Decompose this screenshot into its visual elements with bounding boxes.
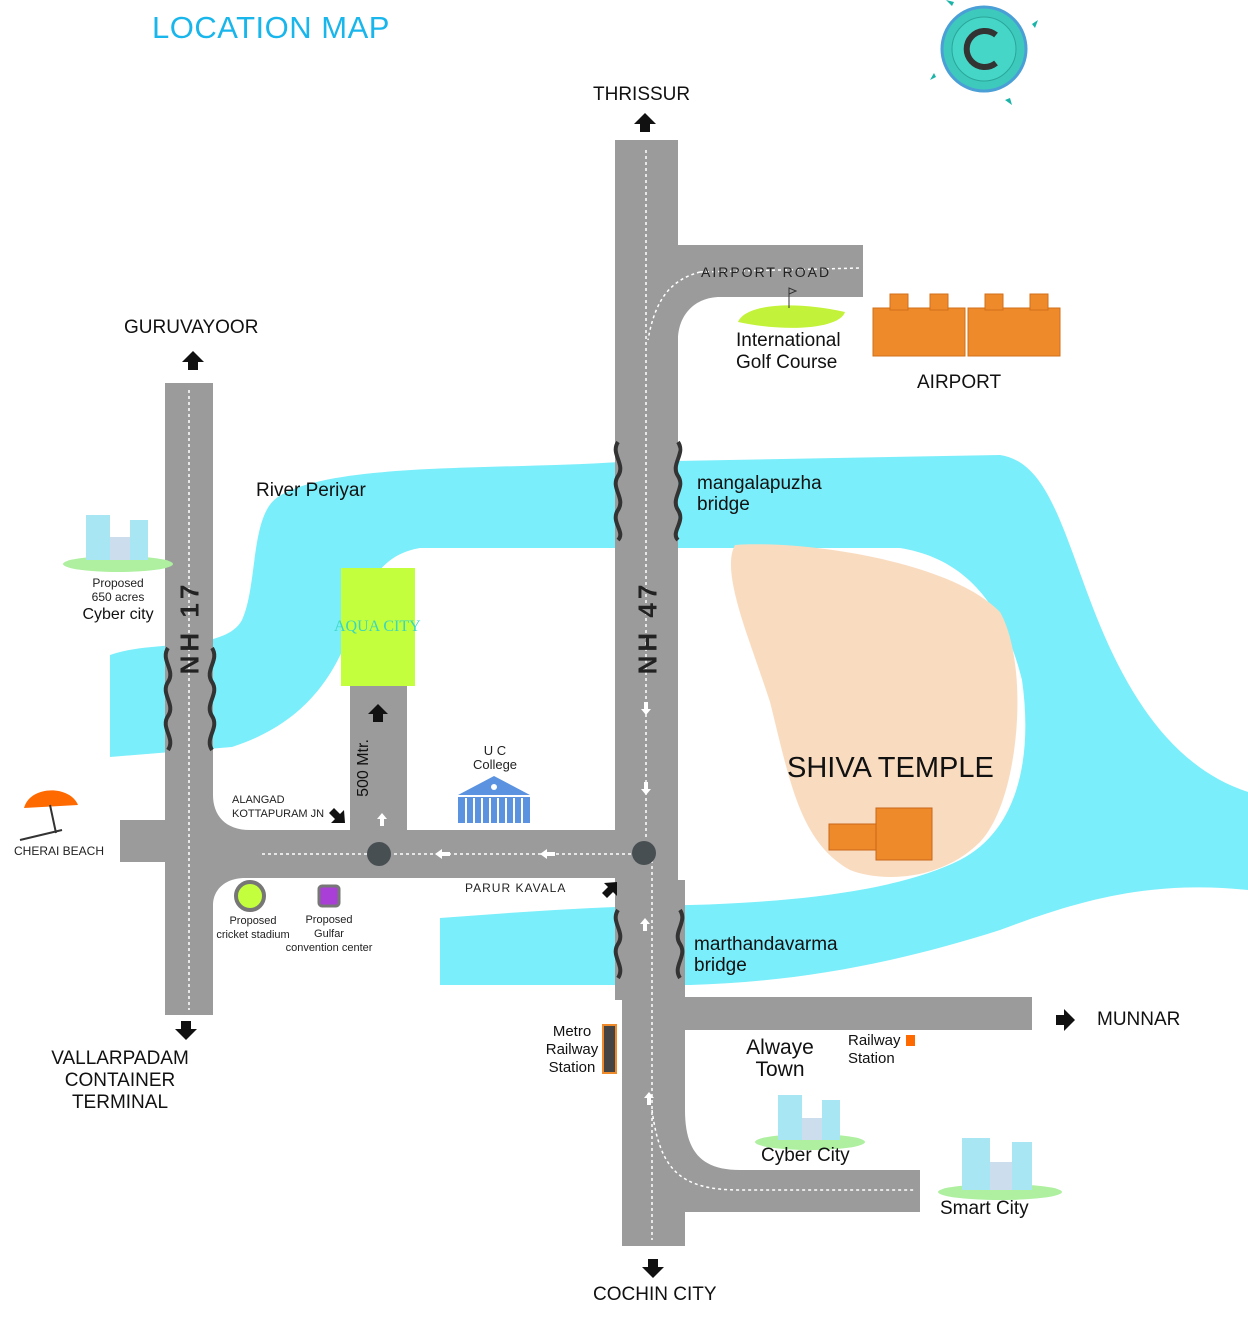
distance-label: 500 Mtr. [354, 739, 372, 797]
flow-arrows [377, 702, 654, 1105]
label-line: TERMINAL [71, 1092, 169, 1113]
metro-station-label: Metro Railway Station [540, 1023, 604, 1077]
college-icon [458, 776, 530, 823]
label-line: Railway [545, 1041, 599, 1058]
label-line: KOTTAPURAM JN [232, 808, 325, 820]
label-line: College [472, 757, 518, 772]
arrow-up-icon [368, 704, 388, 722]
munnar-road [680, 997, 1032, 1030]
nh47-label: NH 47 [632, 580, 663, 675]
alwaye-town-label: Alwaye Town [738, 1037, 822, 1081]
river-label: River Periyar [256, 480, 366, 501]
label-line: 650 acres [91, 590, 145, 604]
convention-center-icon [317, 884, 341, 908]
airport-icon [872, 293, 1061, 357]
cyber-city-building-icon [63, 515, 173, 572]
arrow-up-icon [634, 113, 656, 132]
alangad-label: ALANGAD KOTTAPURAM JN [232, 793, 324, 821]
aqua-city-plot [341, 568, 415, 686]
parur-kavala-label: PARUR KAVALA [465, 881, 567, 895]
direction-guruvayoor: GURUVAYOOR [124, 317, 259, 338]
marthandavarma-bridge-label: marthandavarma bridge [694, 934, 838, 976]
label-line: Metro [552, 1023, 592, 1040]
cyber-city-building-icon [755, 1095, 865, 1150]
label-line: Proposed [92, 576, 144, 590]
nh47-road-south [622, 880, 685, 1246]
arrow-diagonal-icon [602, 882, 617, 898]
airport-label: AIRPORT [917, 372, 1002, 393]
compass-icon [930, 0, 1038, 105]
direction-vallarpadam: VALLARPADAM CONTAINER TERMINAL [40, 1048, 200, 1114]
label-line: International [736, 330, 841, 351]
label-line: VALLARPADAM [51, 1048, 189, 1069]
label-line: convention center [285, 942, 373, 954]
golf-flag-icon [788, 287, 798, 308]
golf-course-icon [738, 305, 845, 328]
smart-city-building-icon [938, 1138, 1062, 1200]
railway-station-icon [906, 1035, 915, 1046]
label-line: Town [755, 1058, 805, 1081]
smart-city-label: Smart City [940, 1198, 1029, 1219]
railway-station-label: Railway Station [848, 1032, 901, 1068]
label-line: Golf Course [736, 352, 838, 373]
label-line: Proposed [305, 914, 353, 926]
label-line: bridge [697, 494, 750, 515]
arrow-right-icon [1056, 1009, 1075, 1031]
label-line: Railway [848, 1032, 901, 1049]
label-line: ALANGAD [232, 794, 285, 806]
arrow-down-icon [642, 1259, 664, 1278]
cyber-city-road [685, 1110, 920, 1212]
label-line: marthandavarma [694, 934, 838, 955]
label-line: Gulfar [314, 928, 344, 940]
label-line: mangalapuzha [697, 473, 822, 494]
direction-arrows [175, 113, 1075, 1278]
uc-college-label: U C College [460, 744, 530, 772]
cricket-stadium-icon [234, 880, 266, 912]
arrow-up-icon [182, 351, 204, 370]
label-line: Proposed [229, 915, 277, 927]
junction-circle [632, 841, 656, 865]
label-line: CONTAINER [64, 1070, 176, 1091]
bridge-marks [163, 440, 685, 980]
label-line: bridge [694, 955, 747, 976]
label-line: U C [483, 743, 507, 758]
page-title: LOCATION MAP [152, 10, 390, 45]
metro-station-icon [602, 1024, 617, 1074]
nh17-label: NH 17 [174, 580, 205, 675]
cyber-city-label: Cyber City [761, 1145, 850, 1166]
gulfar-convention-center-label: Proposed Gulfar convention center [284, 913, 374, 955]
mangalapuzha-bridge-label: mangalapuzha bridge [697, 473, 822, 515]
direction-cochin-city: COCHIN CITY [593, 1284, 717, 1305]
beach-umbrella-icon [19, 790, 78, 841]
proposed-cyber-city-label: Proposed 650 acres Cyber city [68, 576, 168, 626]
arrow-diagonal-icon [329, 808, 345, 823]
cherai-beach-label: CHERAI BEACH [14, 844, 105, 858]
label-line: Cyber city [82, 606, 154, 623]
direction-munnar: MUNNAR [1097, 1009, 1181, 1030]
direction-thrissur: THRISSUR [593, 84, 691, 105]
label-line: Alwaye [746, 1036, 814, 1059]
airport-road-label: AIRPORT ROAD [701, 264, 832, 280]
cricket-stadium-label: Proposed cricket stadium [213, 914, 293, 942]
temple-land [730, 544, 1018, 877]
aqua-city-label: AQUA CITY [334, 618, 421, 635]
arrow-down-icon [175, 1021, 197, 1040]
junction-circle [367, 842, 391, 866]
shiva-temple-label: SHIVA TEMPLE [787, 752, 994, 784]
golf-course-label: International Golf Course [736, 330, 841, 374]
label-line: cricket stadium [216, 929, 290, 941]
label-line: Station [548, 1059, 596, 1076]
road-center-lines [188, 150, 915, 1240]
label-line: Station [848, 1050, 895, 1067]
temple-icon [828, 807, 933, 861]
